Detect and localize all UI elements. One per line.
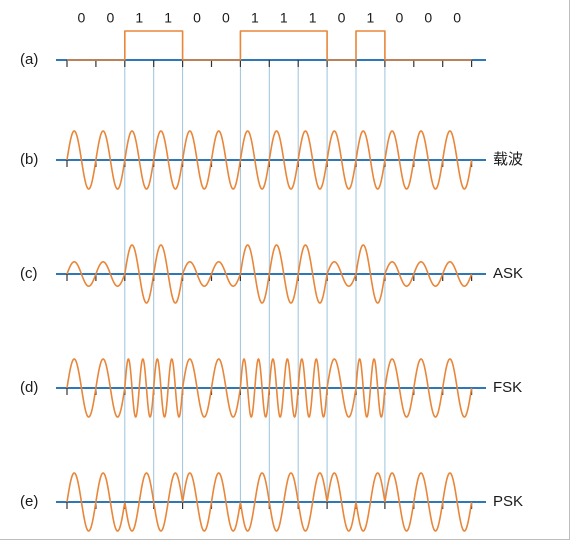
bit-value: 1 [164,10,172,26]
row-label: (b) [20,151,38,168]
waveform-name: 载波 [493,151,523,168]
bit-value: 1 [280,10,288,26]
digital-signal-waveform [67,30,472,61]
bit-value: 0 [193,10,201,26]
bit-value: 0 [78,10,86,26]
waveform-name: PSK [493,493,523,510]
bit-value: 0 [453,10,461,26]
bit-value: 1 [251,10,259,26]
row-label: (a) [20,51,38,68]
bit-value: 0 [338,10,346,26]
ask-signal-waveform [66,244,473,304]
fsk-signal-waveform [66,358,473,418]
carrier-signal-waveform [66,130,473,190]
bit-value: 1 [135,10,143,26]
row-label: (c) [20,265,38,282]
bit-value: 1 [309,10,317,26]
bit-value: 0 [106,10,114,26]
waveform-name: ASK [493,265,523,282]
signals [66,30,473,532]
bit-value: 1 [367,10,375,26]
row-label: (d) [20,379,38,396]
row-label: (e) [20,493,38,510]
bit-boundary-lines [124,60,386,502]
bit-value: 0 [424,10,432,26]
waveform-name: FSK [493,379,522,396]
psk-signal-waveform [66,472,473,532]
labels: 0 0 1 1 0 0 1 1 1 0 1 0 0 0 (a) (b) 载波 (c) ASK (d) FSK (e) PSK [20,10,523,510]
bit-value: 0 [222,10,230,26]
bit-value: 0 [395,10,403,26]
